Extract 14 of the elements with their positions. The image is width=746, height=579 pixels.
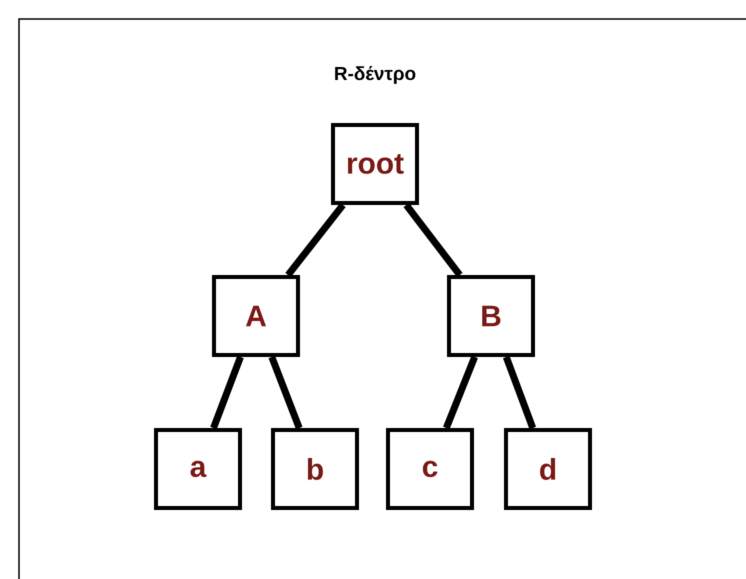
tree-edge: [268, 356, 302, 430]
tree-node-box: c: [386, 428, 474, 510]
tree-edge: [404, 202, 463, 278]
tree-edge: [285, 202, 346, 278]
tree-edge: [443, 356, 478, 430]
tree-node-box: A: [212, 274, 300, 357]
tree-node-box: d: [504, 428, 592, 510]
tree-node-box: root: [331, 122, 419, 205]
tree-edge: [210, 356, 244, 430]
title: R-δέντρο: [335, 66, 416, 84]
tree-node-box: B: [447, 274, 535, 357]
tree-node-box: b: [271, 428, 359, 510]
tree-edge: [502, 356, 536, 430]
tree-node-box: a: [154, 428, 242, 510]
